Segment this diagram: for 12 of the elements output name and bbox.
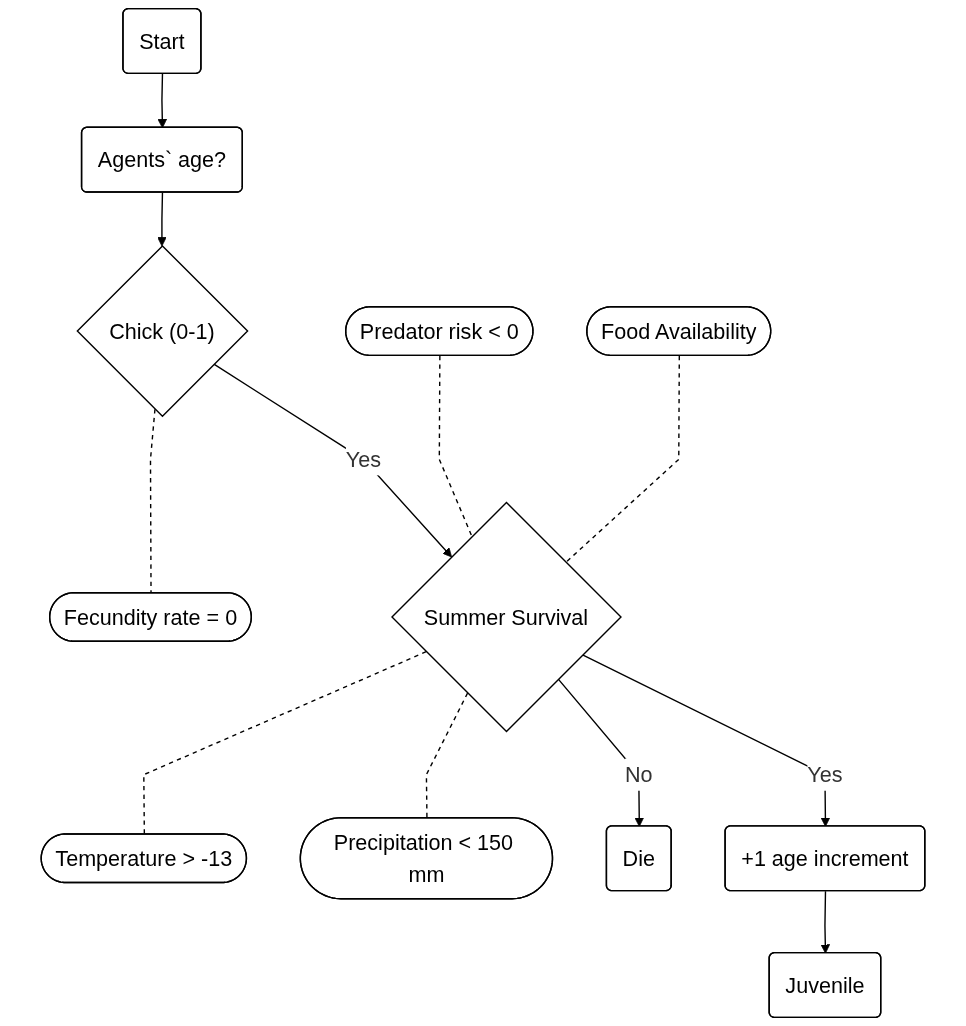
edge-label: No [624,762,653,787]
arrow [157,73,168,129]
node-diamond: Summer Survival [391,501,622,733]
node-diamond: Chick (0-1) [76,244,249,418]
arrow [820,890,831,954]
edge-label: Yes [345,447,381,472]
arrow [157,191,167,247]
edge-label: Yes [807,762,843,787]
connector [565,355,680,564]
connector [149,408,156,594]
connector [438,355,473,538]
arrow [213,363,452,558]
